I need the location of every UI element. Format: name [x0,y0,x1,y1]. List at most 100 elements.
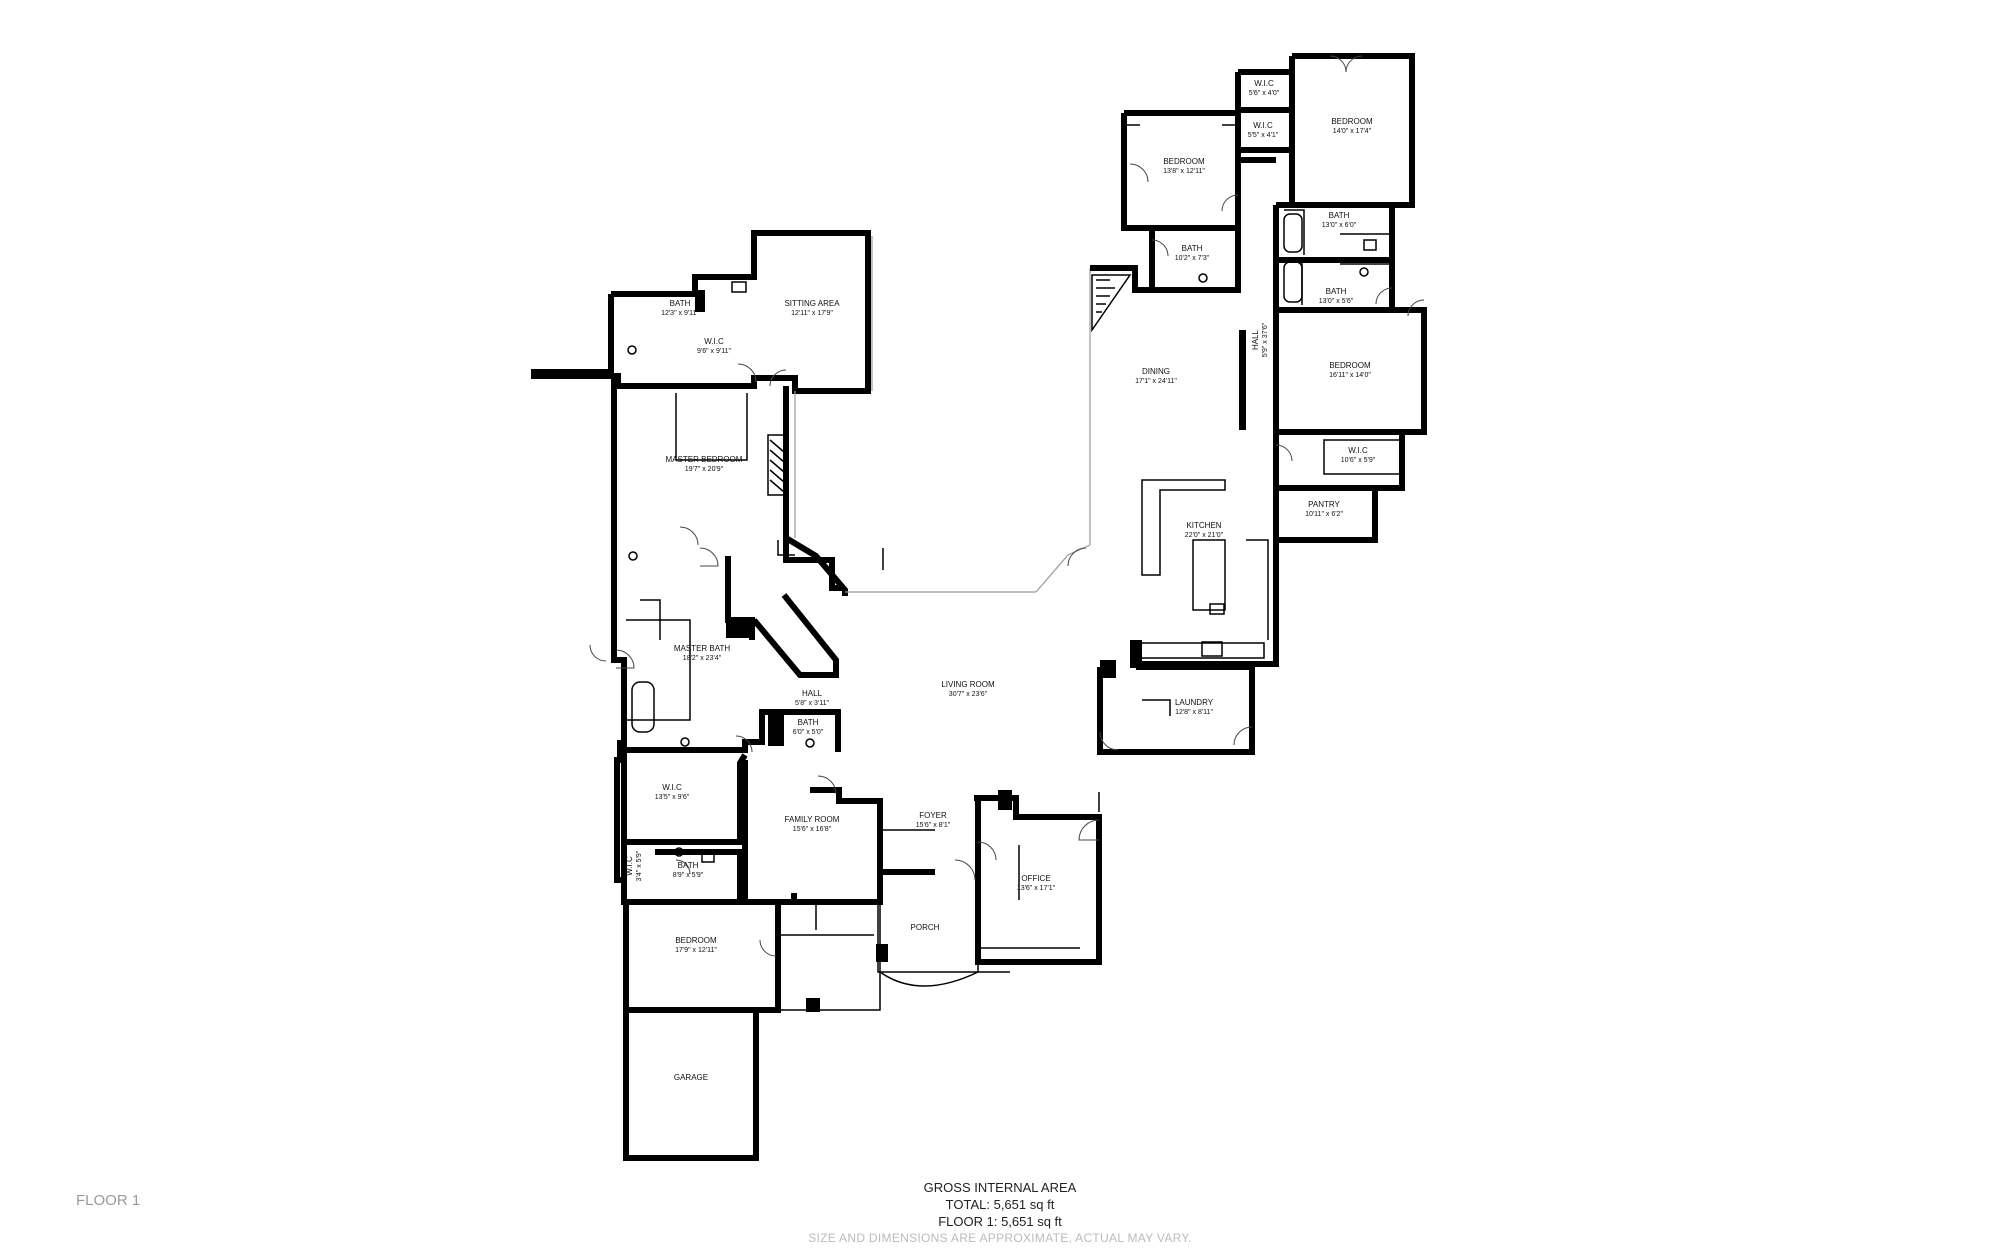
porch-structure [777,872,979,1011]
room-name: W.I.C [1254,79,1274,88]
wall-east-bedroom [1273,307,1427,435]
room-name: BEDROOM [675,936,717,945]
room-name: PANTRY [1308,500,1340,509]
room-label-bath-small: BATH 6'0" x 5'0" [793,718,824,736]
area-summary: GROSS INTERNAL AREA TOTAL: 5,651 sq ft F… [700,1179,1300,1247]
door-swing-icon [1375,287,1393,305]
room-label-bath-master-upper: BATH 12'3" x 9'11" [661,299,699,317]
wall-east-wic [1273,432,1405,491]
door-swing-icon [769,369,787,387]
room-label-foyer: FOYER 15'6" x 8'1" [916,811,951,829]
pier-master-bed [726,620,754,638]
room-dimensions: 15'6" x 8'1" [916,822,951,829]
room-dimensions: 12'11" x 17'9" [791,310,833,317]
door-swing-icon [737,363,757,383]
bathtub-icon [1283,213,1303,253]
room-name: LAUNDRY [1175,698,1214,707]
wall-dining-north [1090,265,1152,293]
room-name: W.I.C [662,783,682,792]
sink-icon [1363,239,1377,251]
stove-icon [1201,641,1223,657]
room-dimensions: 3'4" x 5'9" [636,850,643,881]
staircase-icon [1090,265,1135,333]
toilet-icon [680,737,690,747]
door-swing-icon [1275,444,1293,462]
door-swing-icon [615,649,635,669]
room-dimensions: 13'0" x 6'0" [1322,222,1357,229]
wall-hall-east [1235,157,1276,290]
room-name: W.I.C [1253,121,1273,130]
door-swing-icon [675,859,691,875]
room-name: W.I.C [1348,446,1368,455]
door-swing-icon [589,644,607,662]
room-dimensions: 5'6" x 4'0" [1249,90,1280,97]
room-dimensions: 13'0" x 5'6" [1319,298,1354,305]
wall-garage [623,1012,759,1161]
door-swing-icon [1129,163,1149,183]
room-dimensions: 12'8" x 8'11" [1175,709,1213,716]
toilet-icon [627,345,637,355]
pier-kitchen [1130,640,1142,668]
room-label-wic-ne-mid: W.I.C 5'5" x 4'1" [1248,121,1279,139]
room-name: FAMILY ROOM [785,815,840,824]
room-label-wic-lower: W.I.C 13'5" x 9'6" [655,783,690,801]
room-dimensions: 10'2" x 7'3" [1175,255,1210,262]
area-heading: GROSS INTERNAL AREA [923,1180,1077,1195]
wall-foyer-office [975,798,1019,872]
area-total: TOTAL: 5,651 sq ft [945,1197,1055,1212]
door-swing-icon [1151,239,1169,257]
room-name: BATH [670,299,691,308]
wall-wic-lower [621,752,748,845]
door-swing-icon [1407,299,1425,317]
room-name: LIVING ROOM [941,680,995,689]
wall-master-suite-top [531,294,614,379]
room-dimensions: 5'8" x 3'11" [795,700,829,707]
room-dimensions: 13'5" x 9'6" [655,794,690,801]
toilet-icon [805,738,815,748]
pier-office [998,790,1012,810]
room-dimensions: 17'1" x 24'11" [1135,378,1177,385]
sink-icon [701,851,715,863]
wall-master-bath-south [624,709,841,753]
area-floor: FLOOR 1: 5,651 sq ft [938,1214,1062,1229]
door-swing-icon [1078,819,1100,841]
room-name: HALL [1251,329,1260,350]
pier-laundry [1100,660,1116,678]
door-swing-icon [735,735,753,753]
room-dimensions: 9'6" x 9'11" [697,348,731,355]
room-name: KITCHEN [1186,521,1221,530]
room-name: DINING [1142,367,1170,376]
room-labels: BATH 12'3" x 9'11" W.I.C 9'6" x 9'11" SITTIN… [625,79,1376,1082]
room-name: BATH [1326,287,1347,296]
room-name: PORCH [911,923,940,932]
room-dimensions: 14'0" x 17'4" [1333,128,1372,135]
room-name: FOYER [919,811,947,820]
sink-icon [1209,603,1225,615]
room-dimensions: 30'7" x 23'6" [949,691,988,698]
pier-hall [768,710,784,746]
room-dimensions: 6'0" x 5'0" [793,729,824,736]
room-dimensions: 10'6" x 5'9" [1341,457,1376,464]
room-label-living-room: LIVING ROOM 30'7" x 23'6" [941,680,995,698]
solid-elements [617,290,1246,1012]
room-dimensions: 12'3" x 9'11" [661,310,699,317]
door-swing-icon [1067,547,1087,567]
room-name: BATH [798,718,819,727]
room-name: OFFICE [1021,874,1050,883]
door-swing-icon [1233,726,1253,746]
pier-master-suite [695,290,705,312]
room-dimensions: 8'9" x 5'9" [673,872,704,879]
room-dimensions: 5'5" x 4'1" [1248,132,1279,139]
wall-living-west-diag [784,535,848,596]
room-name: BEDROOM [1329,361,1371,370]
room-name: SITTING AREA [784,299,840,308]
toilet-icon [628,551,638,561]
room-label-laundry: LAUNDRY 12'8" x 8'11" [1175,698,1214,716]
room-label-sitting-area: SITTING AREA 12'11" x 17'9" [784,299,840,317]
room-name: HALL [802,689,823,698]
